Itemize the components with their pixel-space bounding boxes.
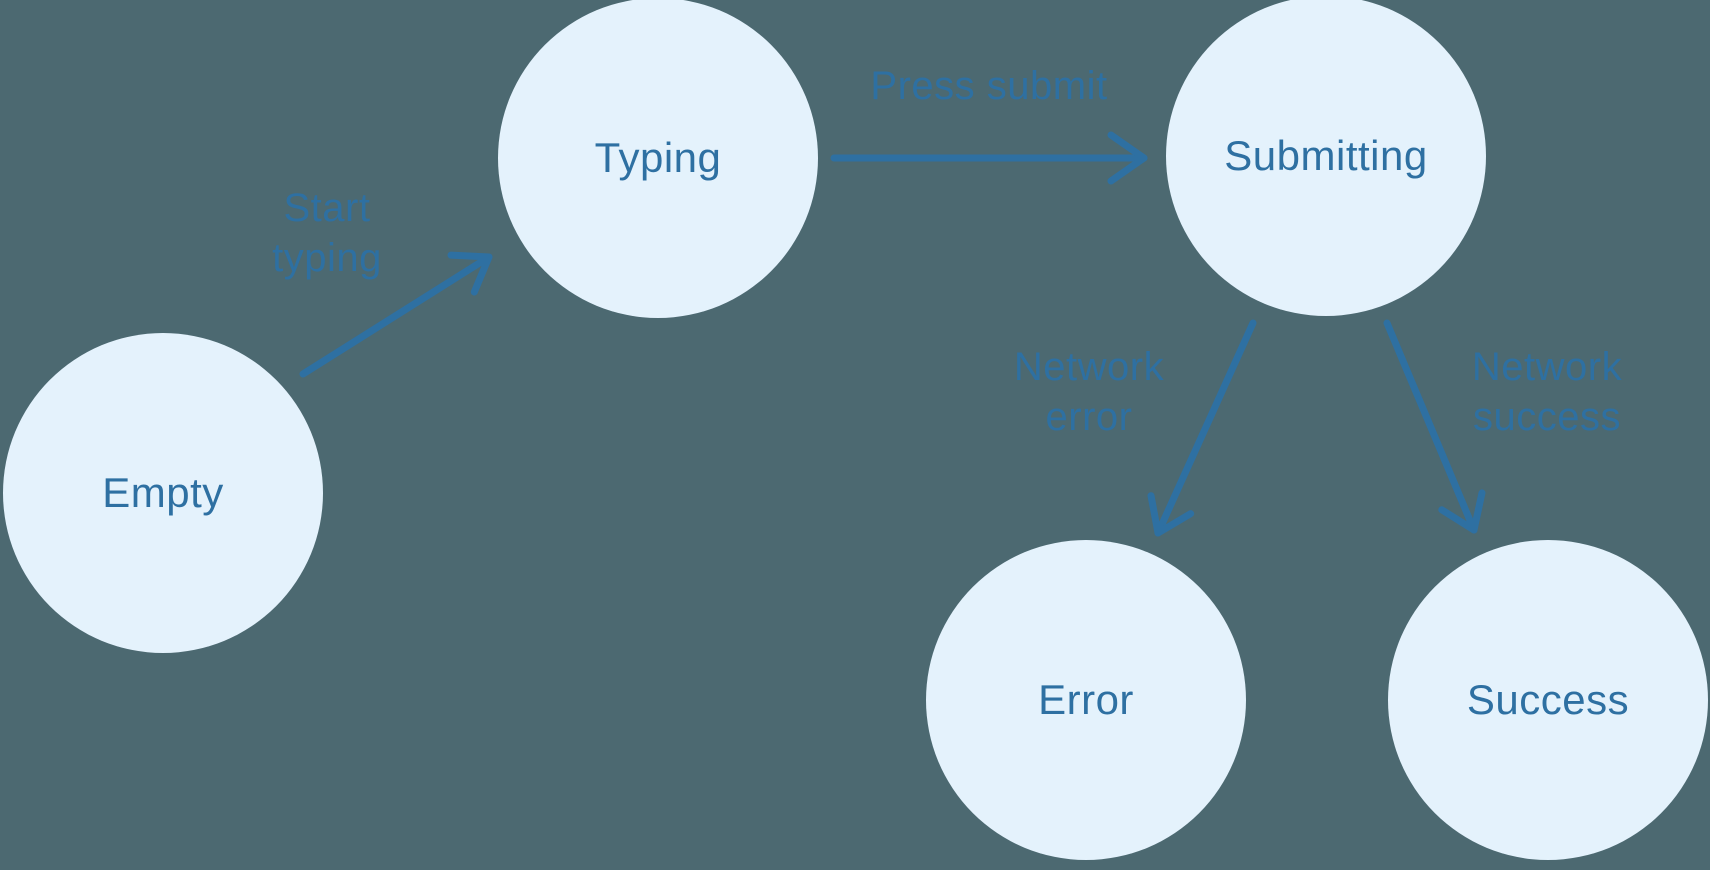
state-node-success-label: Success bbox=[1466, 676, 1630, 723]
state-node-submitting: Submitting bbox=[1166, 0, 1486, 316]
arrow-typing-to-submitting bbox=[830, 131, 1148, 185]
state-node-empty: Empty bbox=[3, 333, 323, 653]
arrow-submitting-to-error bbox=[1147, 319, 1257, 537]
arrow-submitting-to-success bbox=[1383, 319, 1486, 534]
state-node-submitting-label: Submitting bbox=[1224, 132, 1428, 179]
state-node-error-label: Error bbox=[1038, 676, 1134, 723]
arrow-empty-to-typing bbox=[299, 251, 493, 378]
edge-label-start-typing: Start typing bbox=[272, 186, 382, 280]
state-node-empty-label: Empty bbox=[102, 469, 224, 516]
state-node-typing: Typing bbox=[498, 0, 818, 318]
edge-label-network-error: Network error bbox=[1013, 345, 1165, 439]
edge-label-network-success: Network success bbox=[1471, 345, 1623, 439]
edge-label-press-submit: Press submit bbox=[870, 64, 1108, 108]
state-node-error: Error bbox=[926, 540, 1246, 860]
state-node-success: Success bbox=[1388, 540, 1708, 860]
state-node-typing-label: Typing bbox=[594, 134, 722, 181]
